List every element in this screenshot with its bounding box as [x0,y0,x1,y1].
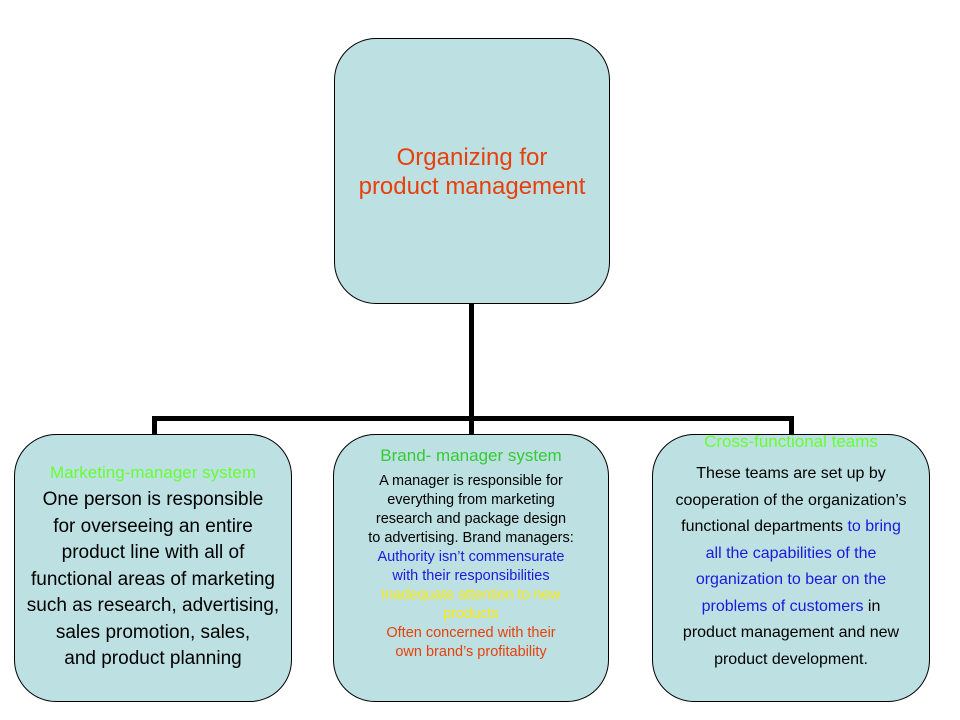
body-line: cooperation of the organization’s [675,491,907,509]
body-line-mixed: problems of customers in [631,594,951,621]
body-line: sales promotion, sales, [55,621,251,643]
body-line-blue: with their responsibilities [392,568,550,584]
body-text-black: functional departments [681,518,848,535]
connector-drop-middle [469,416,474,434]
node-cross-functional-teams: Cross-functional teams These teams are s… [652,432,930,702]
body-line-red: own brand’s profitability [395,644,547,660]
body-line: One person is responsible [42,489,264,510]
body-line: A manager is responsible for [379,473,563,489]
body-line: to advertising. Brand managers: [368,530,574,546]
connector-drop-right [789,416,794,434]
root-title-line-1: Organizing for [396,144,548,171]
node-body: A manager is responsible for everything … [322,472,620,662]
body-line: everything from marketing [387,492,555,508]
connector-vertical-root [469,304,474,420]
body-line: for overseeing an entire [53,515,253,537]
node-marketing-manager-system: Marketing-manager system One person is r… [14,434,292,702]
body-line: and product planning [64,648,242,669]
body-line-blue: organization to bear on the [695,571,887,588]
body-line-blue: Authority isn’t commensurate [377,549,565,565]
node-heading: Cross-functional teams [704,432,878,451]
body-text-blue: problems of customers [701,597,864,615]
body-text-blue: to bring [847,518,901,535]
connector-drop-left [152,416,157,434]
root-node: Organizing for product management [334,38,610,304]
body-line-mixed: functional departments to bring [631,514,951,541]
node-brand-manager-system: Brand- manager system A manager is respo… [333,434,609,702]
body-line: These teams are set up by [696,465,886,482]
body-line: product management and new [682,624,900,641]
body-line-yellow: Inadequate attention to new [381,587,561,603]
body-line: research and package design [375,511,567,527]
root-title-line-2: product management [358,173,586,200]
body-line: functional areas of marketing [31,568,275,590]
body-line: product line with all of [61,542,245,563]
body-text-black: in [863,597,881,615]
body-line: such as research, advertising, [26,595,280,616]
body-line: product development. [714,650,868,668]
node-heading: Brand- manager system [380,446,562,465]
body-line-blue: all the capabilities of the [705,544,877,562]
node-body: These teams are set up by cooperation of… [631,461,951,673]
root-title: Organizing for product management [325,143,619,201]
body-line-yellow: products [443,606,499,622]
node-heading: Marketing-manager system [50,463,256,482]
node-body: One person is responsible for overseeing… [0,487,321,673]
body-line-red: Often concerned with their [386,625,556,641]
